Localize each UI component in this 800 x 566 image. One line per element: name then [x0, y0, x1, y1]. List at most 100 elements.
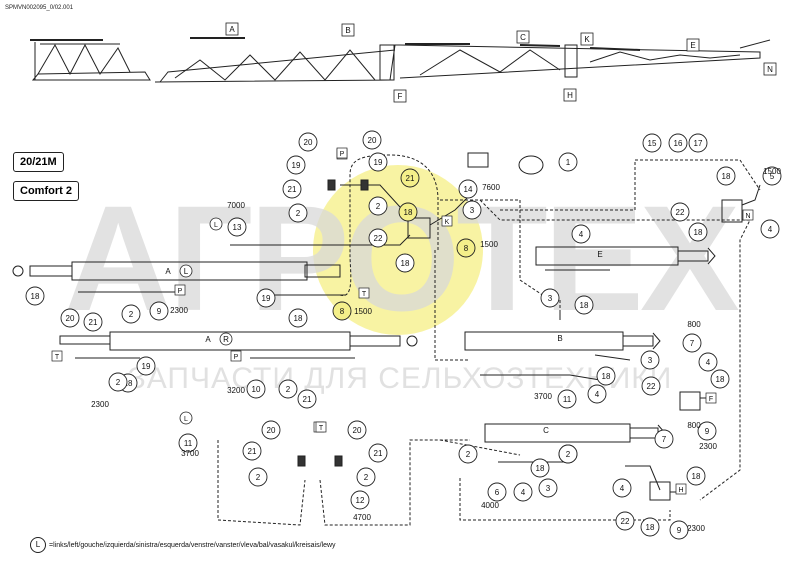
callout-number: 21 [288, 185, 297, 194]
callout-number: 3 [648, 356, 653, 365]
callout-number: 20 [368, 136, 377, 145]
callout-number: 21 [374, 449, 383, 458]
callout-number: 20 [66, 314, 75, 323]
callout-15: 15 [642, 133, 662, 153]
callout-18: 18 [640, 517, 660, 537]
hose-length-label: 4700 [353, 513, 371, 522]
callout-1: 1 [558, 152, 578, 172]
connector-tag: P [174, 284, 186, 296]
cylinder-A-right [59, 331, 418, 351]
callout-8: 8 [456, 238, 476, 258]
callout-4: 4 [760, 219, 780, 239]
callout-18: 18 [710, 369, 730, 389]
callout-number: 2 [376, 202, 381, 211]
connector-tag-label: L [214, 222, 218, 229]
callout-number: 2 [466, 450, 471, 459]
callout-2: 2 [248, 467, 268, 487]
valve-N [721, 199, 743, 223]
callout-number: 22 [647, 382, 656, 391]
variant-label: Comfort 2 [13, 181, 79, 201]
callout-number: 20 [304, 138, 313, 147]
callout-21: 21 [368, 443, 388, 463]
callout-18: 18 [25, 286, 45, 306]
cylinder-tag: C [543, 426, 549, 435]
callout-number: 9 [157, 307, 162, 316]
hose-length-label: 800 [687, 421, 701, 430]
cylinder-tag-label: A [165, 267, 171, 276]
callout-17: 17 [688, 133, 708, 153]
callout-number: 18 [404, 208, 413, 217]
connector-tag: F [705, 392, 717, 404]
connector-tag-label: T [55, 354, 60, 361]
callout-19: 19 [136, 356, 156, 376]
callout-number: 2 [296, 209, 301, 218]
callout-number: 12 [356, 496, 365, 505]
callout-2: 2 [558, 444, 578, 464]
callout-number: 13 [233, 223, 242, 232]
boom-section-tag-label: K [584, 35, 590, 44]
connector-tag: L [179, 411, 193, 425]
callout-4: 4 [571, 224, 591, 244]
boom-section-tag-label: B [345, 26, 350, 35]
callout-2: 2 [356, 467, 376, 487]
callout-3: 3 [538, 478, 558, 498]
hose-length-label: 800 [687, 320, 701, 329]
hose-length-label: 1500 [480, 240, 498, 249]
hose-length-label: 7000 [227, 201, 245, 210]
cylinder-E [535, 246, 716, 266]
callout-19: 19 [256, 288, 276, 308]
return-hoses [217, 154, 761, 526]
boom-section-tag-C: C [516, 30, 530, 44]
cylinder-C [484, 423, 666, 443]
callout-19: 19 [286, 155, 306, 175]
cylinder-tag-label: E [597, 250, 602, 259]
hose-length-label: 3200 [227, 386, 245, 395]
couplers [297, 179, 369, 467]
callout-14: 14 [458, 179, 478, 199]
callout-4: 4 [612, 478, 632, 498]
callout-number: 19 [374, 158, 383, 167]
boom-section-tag-label: H [567, 91, 573, 100]
hose-length-label: 3700 [181, 449, 199, 458]
callout-11: 11 [178, 433, 198, 453]
callout-2: 2 [278, 379, 298, 399]
callout-number: 3 [548, 294, 553, 303]
legend: L =links/left/gouche/izquierda/sinistra/… [30, 537, 336, 553]
callout-number: 18 [124, 379, 133, 388]
boom-section-tag-F: F [393, 89, 407, 103]
legend-symbol: L [30, 537, 46, 553]
callout-3: 3 [640, 350, 660, 370]
boom-section-tag-K: K [580, 32, 594, 46]
cylinder-tag: B [557, 334, 562, 343]
callout-number: 11 [563, 395, 572, 404]
callout-3: 3 [540, 288, 560, 308]
cylinder-tag-label: L [184, 267, 189, 276]
callout-number: 7 [662, 435, 667, 444]
callout-11: 11 [557, 389, 577, 409]
connector-tag: K [441, 215, 453, 227]
callout-18: 18 [530, 458, 550, 478]
callout-9: 9 [697, 421, 717, 441]
callout-number: 1 [566, 158, 571, 167]
callout-2: 2 [368, 196, 388, 216]
valve-F [679, 391, 701, 411]
callout-number: 18 [722, 172, 731, 181]
callout-18: 18 [716, 166, 736, 186]
callout-number: 20 [267, 426, 276, 435]
callout-number: 9 [677, 526, 682, 535]
hose-length-label: 4000 [481, 501, 499, 510]
callout-2: 2 [121, 304, 141, 324]
callout-22: 22 [368, 228, 388, 248]
boom-section-tag-N: N [763, 62, 777, 76]
callout-20: 20 [261, 420, 281, 440]
callout-number: 16 [674, 139, 683, 148]
cylinder-tag-label: A [205, 335, 211, 344]
callout-13: 13 [227, 217, 247, 237]
callout-9: 9 [669, 520, 689, 540]
callout-number: 4 [620, 484, 625, 493]
cylinder-tag-label: C [543, 426, 549, 435]
callout-number: 3 [470, 206, 475, 215]
callout-22: 22 [615, 511, 635, 531]
cylinder-tag: A [165, 267, 171, 276]
